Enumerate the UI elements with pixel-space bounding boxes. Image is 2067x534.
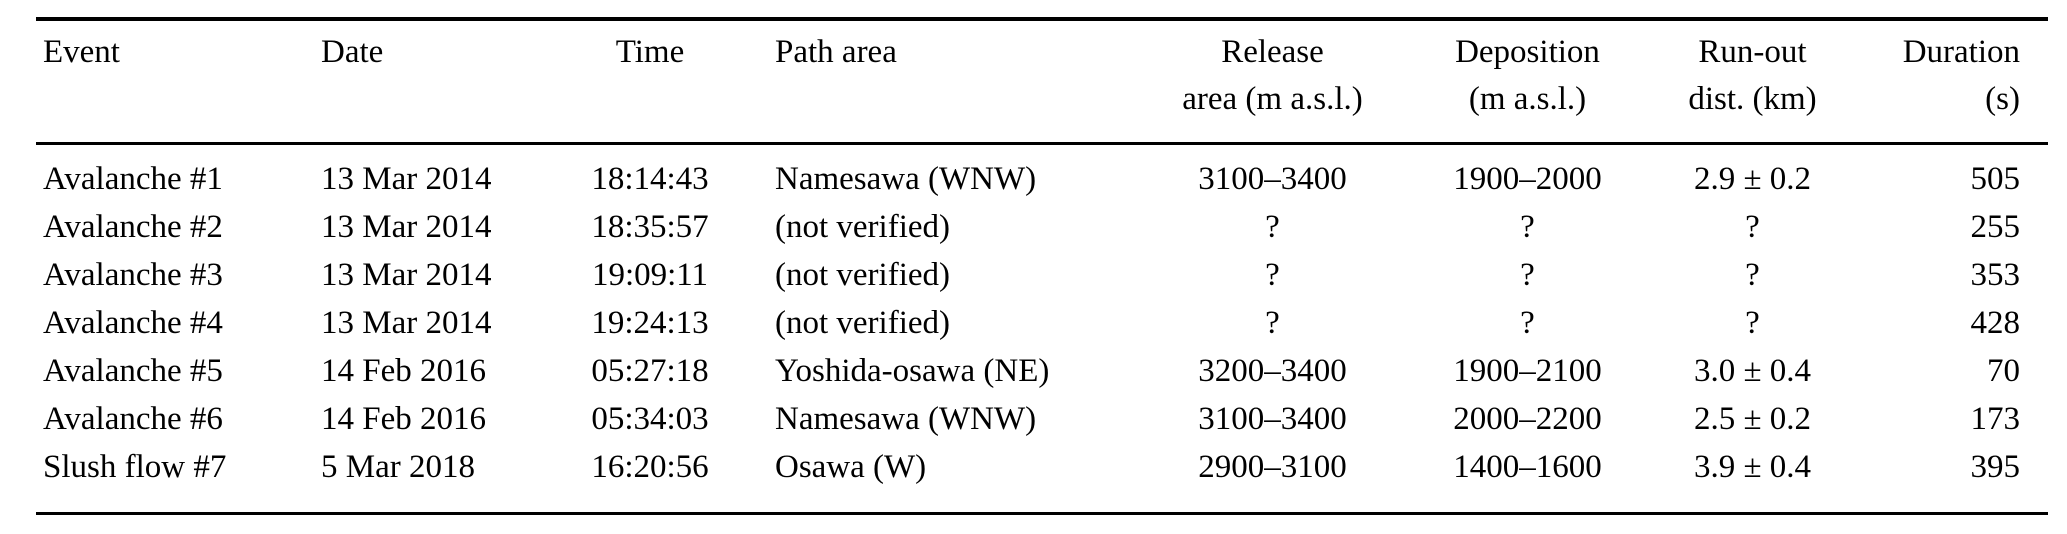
column-header-event: Event — [36, 19, 315, 144]
header-line1-deposition: Deposition — [1455, 34, 1600, 70]
table-row: Avalanche #2 13 Mar 2014 18:35:57 (not veri… — [36, 203, 2048, 251]
cell-date: 13 Mar 2014 — [321, 161, 492, 197]
cell-event: Avalanche #2 — [43, 209, 223, 245]
cell-path-area: Namesawa (WNW) — [775, 161, 1037, 197]
header-line1-release-area: Release — [1221, 34, 1324, 70]
cell-release-area: ? — [1265, 257, 1280, 293]
column-header-deposition: Deposition (m a.s.l.) — [1405, 19, 1650, 144]
cell-event: Avalanche #6 — [43, 401, 223, 437]
table-row: Avalanche #4 13 Mar 2014 19:24:13 (not veri… — [36, 299, 2048, 347]
column-header-release-area: Release area (m a.s.l.) — [1140, 19, 1405, 144]
cell-date: 5 Mar 2018 — [321, 449, 475, 485]
avalanche-events-table: Event Date Time Path area Release area (m a.s… — [36, 17, 2048, 515]
cell-deposition: 1900–2000 — [1453, 161, 1602, 197]
cell-path-area: (not verified) — [775, 305, 951, 341]
events-table-container: Event Date Time Path area Release area (m a.s… — [36, 17, 2048, 515]
cell-time: 18:35:57 — [591, 209, 709, 245]
cell-release-area: ? — [1265, 209, 1280, 245]
cell-path-area: (not verified) — [775, 257, 951, 293]
cell-duration: 505 — [1970, 161, 2021, 197]
cell-deposition: 1400–1600 — [1453, 449, 1602, 485]
cell-time: 16:20:56 — [591, 449, 709, 485]
header-line2-path-area — [775, 76, 1140, 123]
cell-release-area: 3100–3400 — [1198, 401, 1347, 437]
header-line2-date — [321, 76, 575, 123]
cell-duration: 255 — [1970, 209, 2021, 245]
header-line1-path-area: Path area — [775, 34, 897, 70]
column-header-path-area: Path area — [725, 19, 1140, 144]
header-line2-event — [43, 76, 315, 123]
cell-release-area: ? — [1265, 305, 1280, 341]
table-row: Avalanche #6 14 Feb 2016 05:34:03 Namesawa … — [36, 395, 2048, 443]
cell-runout-dist: 3.9 ± 0.4 — [1693, 449, 1812, 485]
cell-runout-dist: ? — [1745, 257, 1760, 293]
table-header-row: Event Date Time Path area Release area (m a.s… — [36, 19, 2048, 144]
cell-date: 14 Feb 2016 — [321, 401, 486, 437]
cell-time: 18:14:43 — [591, 161, 709, 197]
header-line2-time — [575, 76, 725, 123]
column-header-duration: Duration (s) — [1855, 19, 2048, 144]
cell-duration: 70 — [1987, 353, 2020, 389]
header-line1-runout-dist: Run-out — [1698, 34, 1807, 70]
header-line1-duration: Duration — [1902, 34, 2020, 70]
cell-event: Avalanche #4 — [43, 305, 223, 341]
cell-date: 13 Mar 2014 — [321, 209, 492, 245]
cell-release-area: 3200–3400 — [1198, 353, 1347, 389]
cell-runout-dist: ? — [1745, 209, 1760, 245]
column-header-runout-dist: Run-out dist. (km) — [1650, 19, 1855, 144]
cell-runout-dist: 2.5 ± 0.2 — [1693, 401, 1812, 437]
cell-runout-dist: 3.0 ± 0.4 — [1693, 353, 1812, 389]
header-line1-time: Time — [615, 34, 685, 70]
cell-deposition: 1900–2100 — [1453, 353, 1602, 389]
cell-time: 19:24:13 — [591, 305, 709, 341]
cell-event: Avalanche #1 — [43, 161, 223, 197]
cell-deposition: 2000–2200 — [1453, 401, 1602, 437]
cell-event: Avalanche #5 — [43, 353, 223, 389]
cell-path-area: Yoshida-osawa (NE) — [775, 353, 1050, 389]
cell-deposition: ? — [1520, 209, 1535, 245]
cell-date: 14 Feb 2016 — [321, 353, 486, 389]
cell-path-area: Osawa (W) — [775, 449, 927, 485]
cell-event: Slush flow #7 — [43, 449, 227, 485]
cell-duration: 395 — [1970, 449, 2021, 485]
header-line1-event: Event — [43, 34, 120, 70]
cell-time: 19:09:11 — [591, 257, 709, 293]
header-line1-date: Date — [321, 34, 384, 70]
column-header-time: Time — [575, 19, 725, 144]
cell-path-area: (not verified) — [775, 209, 951, 245]
cell-time: 05:27:18 — [591, 353, 709, 389]
cell-time: 05:34:03 — [591, 401, 709, 437]
cell-deposition: ? — [1520, 257, 1535, 293]
header-line2-release-area: area (m a.s.l.) — [1182, 81, 1363, 117]
cell-event: Avalanche #3 — [43, 257, 223, 293]
table-row: Slush flow #7 5 Mar 2018 16:20:56 Osawa (W)… — [36, 443, 2048, 514]
cell-date: 13 Mar 2014 — [321, 305, 492, 341]
cell-duration: 428 — [1970, 305, 2021, 341]
table-row: Avalanche #1 13 Mar 2014 18:14:43 Namesawa … — [36, 144, 2048, 204]
table-row: Avalanche #3 13 Mar 2014 19:09:11 (not veri… — [36, 251, 2048, 299]
header-line2-duration: (s) — [1985, 81, 2020, 117]
cell-date: 13 Mar 2014 — [321, 257, 492, 293]
table-header: Event Date Time Path area Release area (m a.s… — [36, 19, 2048, 144]
cell-runout-dist: 2.9 ± 0.2 — [1693, 161, 1812, 197]
cell-runout-dist: ? — [1745, 305, 1760, 341]
table-row: Avalanche #5 14 Feb 2016 05:27:18 Yoshida-o… — [36, 347, 2048, 395]
header-line2-runout-dist: dist. (km) — [1688, 81, 1817, 117]
cell-deposition: ? — [1520, 305, 1535, 341]
cell-release-area: 3100–3400 — [1198, 161, 1347, 197]
cell-path-area: Namesawa (WNW) — [775, 401, 1037, 437]
cell-duration: 173 — [1970, 401, 2021, 437]
cell-duration: 353 — [1970, 257, 2021, 293]
header-line2-deposition: (m a.s.l.) — [1468, 81, 1587, 117]
cell-release-area: 2900–3100 — [1198, 449, 1347, 485]
column-header-date: Date — [315, 19, 575, 144]
